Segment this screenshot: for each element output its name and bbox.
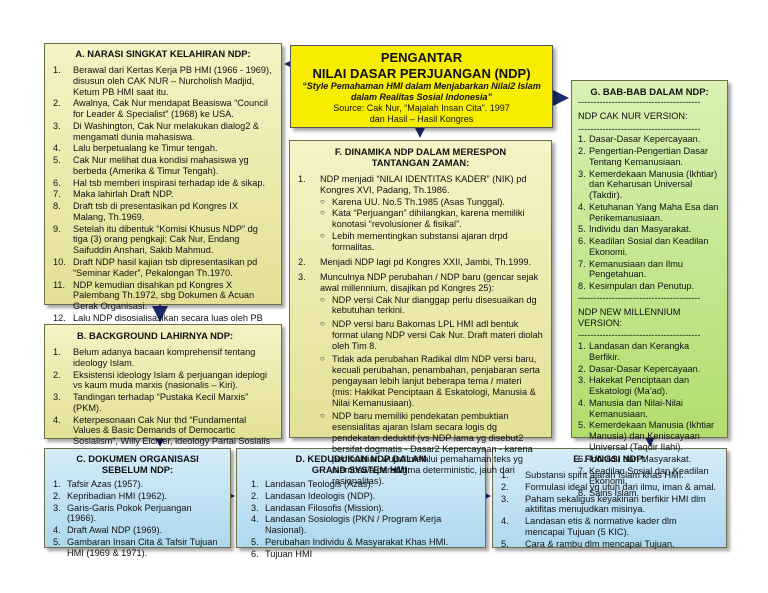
list-item: 10.Draft NDP hasil kajian tsb dipresenta… xyxy=(53,257,258,278)
list-item: 11.NDP kemudian disahkan pd Kongres X Pa… xyxy=(53,279,255,312)
list-item: 5.Gambaran Insan Cita & Tafsir Tujuan HM… xyxy=(53,536,218,558)
list-item: 8.Draft tsb di presentasikan pd Kongres … xyxy=(53,201,238,222)
list-item: 2.Dasar-Dasar Kepercayaan. xyxy=(578,363,701,374)
list-item: 2.Formulasi ideal yg utuh dari ilmu, ima… xyxy=(501,481,716,492)
divider: ---------------------------------------- xyxy=(578,97,701,107)
list-item: 4.Ketuhanan Yang Maha Esa dan Perikemanu… xyxy=(578,201,719,223)
section-new-millennium-version: NDP NEW MILLENNIUM VERSION: xyxy=(578,306,681,328)
sub-list-item: ○Karena UU. No.5 Th.1985 (Asas Tunggal). xyxy=(320,196,505,207)
list-item: 4.Draft Awal NDP (1969). xyxy=(53,525,163,536)
divider: ---------------------------------------- xyxy=(578,123,701,134)
list-item: 2.Menjadi NDP lagi pd Kongres XXII, Jamb… xyxy=(298,257,532,268)
sub-list-item: ○NDP versi Cak Nur dianggap perlu disesu… xyxy=(320,294,537,316)
list-item: 6.Hal tsb memberi inspirasi terhadap ide… xyxy=(53,177,266,188)
list-item: 3.Hakekat Penciptaan dan Eskatologi (Ma’… xyxy=(578,375,690,397)
box-e-title: E. FUNGSI NDP: xyxy=(573,453,646,464)
box-d-kedudukan: D. KEDUDUKAN NDP DALAM GRAND SYSTEM HMI:… xyxy=(236,448,486,559)
pengantar-title: PENGANTAR xyxy=(380,50,463,65)
list-item: 8.Sains Islam. xyxy=(578,488,640,499)
box-g-list-2: 1.Landasan dan Kerangka Berfikir. 2.Dasa… xyxy=(578,341,721,499)
box-c-dokumen: C. DOKUMEN ORGANISASI SEBELUM NDP: 1.Taf… xyxy=(44,448,231,558)
divider: ---------------------------------------- xyxy=(578,330,701,341)
list-item: 3.Paham sekaligus keyakinan berfikir HMI… xyxy=(501,493,706,515)
list-item: 7.Maka lahirlah Draft NDP. xyxy=(53,189,174,200)
box-d-title-line2: GRAND SYSTEM HMI: xyxy=(311,464,411,475)
box-c-list: 1.Tafsir Azas (1957). 2.Kepribadian HMI … xyxy=(53,479,222,558)
box-a-title: A. NARASI SINGKAT KELAHIRAN NDP: xyxy=(75,48,251,59)
list-item: 4.Landasan Sosiologis (PKN / Program Ker… xyxy=(251,514,442,536)
sub-list-item: ○Kata “Perjuangan” dihilangkan, karena m… xyxy=(320,208,525,230)
list-item: 3.Tandingan terhadap “Pustaka Kecil Marx… xyxy=(53,392,249,413)
pengantar-source-line2: dan Hasil – Hasil Kongres xyxy=(369,113,474,124)
list-item: 5.Individu dan Masyarakat. xyxy=(578,224,692,235)
list-item: 3.Garis-Garis Pokok Perjuangan (1966). xyxy=(53,502,192,524)
list-item: 8.Kesimpulan dan Penutup. xyxy=(578,281,695,292)
box-c-title-line2: SEBELUM NDP: xyxy=(101,464,174,475)
list-item: 1. NDP menjadi “NILAI IDENTITAS KADER” (… xyxy=(298,174,543,253)
list-item: 1.Landasan Teologis (Azas). xyxy=(251,479,374,489)
list-item: 1.Dasar-Dasar Kepercayaan. xyxy=(578,134,701,145)
list-item: 1.Landasan dan Kerangka Berfikir. xyxy=(578,341,690,362)
list-item: 7.Keadilan Sosial dan Keadilan Ekonomi. xyxy=(578,465,709,487)
pengantar-source-line1: Source: Cak Nur, “Majalah Insan Cita”. 1… xyxy=(333,102,510,113)
list-item: 5.Cara & rambu dlm mencapai Tujuan. xyxy=(501,538,675,549)
pengantar-box: PENGANTAR NILAI DASAR PERJUANGAN (NDP) “… xyxy=(290,45,553,128)
box-f-title-line1: F. DINAMIKA NDP DALAM MERESPON xyxy=(334,146,507,157)
list-item: 5.Perubahan Individu & Masyarakat Khas H… xyxy=(251,536,449,547)
list-item: 3.Landasan Filosofis (Mission). xyxy=(251,502,384,513)
list-item: 2.Pengertian-Pengertian Dasar Tentang Ke… xyxy=(578,146,708,167)
sub-list-item: ○NDP baru memiliki pendekatan pembuktian… xyxy=(320,411,533,486)
list-item: 1.Substansi spirit ajaran Islam khas HMI… xyxy=(501,470,684,480)
box-b-background: B. BACKGROUND LAHIRNYA NDP: 1.Belum adan… xyxy=(44,324,282,457)
list-item: 6.Individu dan Masyarakat. xyxy=(578,453,692,464)
sub-list-item: ○NDP versi baru Bakornas LPL HMI adl ben… xyxy=(320,319,543,351)
list-item: 2.Landasan Ideologis (NDP). xyxy=(251,490,376,501)
list-item: 2.Eksistensi ideology Islam & perjuangan… xyxy=(53,369,268,391)
box-d-list: 1.Landasan Teologis (Azas). 2.Landasan I… xyxy=(245,479,477,559)
box-e-list: 1.Substansi spirit ajaran Islam khas HMI… xyxy=(501,470,718,549)
box-f-list: 1. NDP menjadi “NILAI IDENTITAS KADER” (… xyxy=(298,174,543,488)
sub-list-item: ○Tidak ada perubahan Radikal dlm NDP ver… xyxy=(320,354,540,408)
list-item: 4.Manusia dan Nilai-Nilai Kemanusiaan. xyxy=(578,397,683,419)
list-item: 3.Di Washington, Cak Nur melakukan dialo… xyxy=(53,120,260,142)
list-item: 3. Munculnya NDP perubahan / NDP baru (g… xyxy=(298,272,543,487)
list-item: 2.Awalnya, Cak Nur mendapat Beasiswa “Co… xyxy=(53,98,268,120)
box-e-fungsi: E. FUNGSI NDP: 1.Substansi spirit ajaran… xyxy=(492,448,727,549)
list-item: 5.Cak Nur melihat dua kondisi mahasiswa … xyxy=(53,155,249,176)
list-item: 1.Tafsir Azas (1957). xyxy=(53,479,144,489)
box-a-list: 1.Berawal dari Kertas Kerja PB HMI (1966… xyxy=(53,65,273,334)
list-item: 6.Keadilan Sosial dan Keadilan Ekonomi. xyxy=(578,236,709,257)
list-item: 3.Kemerdekaan Manusia (Ikhtiar) dan Keha… xyxy=(578,168,718,201)
list-item: 4.Lalu berpetualang ke Timur tengah. xyxy=(53,143,218,154)
list-item: 6.Tujuan HMI xyxy=(251,548,313,559)
box-d-title-line1: D. KEDUDUKAN NDP DALAM xyxy=(295,453,427,464)
sub-list: ○NDP versi Cak Nur dianggap perlu disesu… xyxy=(320,295,543,487)
list-item: 4.Landasan etis & normative kader dlm me… xyxy=(501,516,677,537)
divider: ---------------------------------------- xyxy=(578,293,701,304)
ndp-title: NILAI DASAR PERJUANGAN (NDP) xyxy=(312,65,531,81)
list-item: 2.Kepribadian HMI (1962). xyxy=(53,490,168,501)
pengantar-subtitle-line2: dalam Realitas Sosial Indonesia” xyxy=(350,91,493,102)
box-b-list: 1.Belum adanya bacaan komprehensif tenta… xyxy=(53,347,273,458)
box-g-list-1: 1.Dasar-Dasar Kepercayaan. 2.Pengertian-… xyxy=(578,134,721,292)
list-item: 7.Kemanusiaan dan Ilmu Pengetahuan. xyxy=(578,258,683,280)
box-f-dinamika: F. DINAMIKA NDP DALAM MERESPON TANTANGAN… xyxy=(289,140,552,486)
list-item: 5.Kemerdekaan Manusia (Ikhtiar Manusia) … xyxy=(578,420,715,452)
box-c-title-line1: C. DOKUMEN ORGANISASI xyxy=(76,453,199,464)
pengantar-subtitle-line1: “Style Pemahaman HMI dalam Menjabarkan N… xyxy=(302,81,541,92)
box-g-bab: G. BAB-BAB DALAM NDP: ------------------… xyxy=(571,80,728,498)
list-item: 9.Setelah itu dibentuk “Komisi Khusus ND… xyxy=(53,223,258,256)
list-item: 1.Belum adanya bacaan komprehensif tenta… xyxy=(53,347,256,368)
sub-list: ○Karena UU. No.5 Th.1985 (Asas Tunggal).… xyxy=(320,197,543,253)
section-cak-nur-version: NDP CAK NUR VERSION: xyxy=(578,110,688,121)
box-g-title: G. BAB-BAB DALAM NDP: xyxy=(590,86,709,97)
box-a-narasi: A. NARASI SINGKAT KELAHIRAN NDP: 1.Beraw… xyxy=(44,43,282,334)
list-item: 1.Berawal dari Kertas Kerja PB HMI (1966… xyxy=(53,65,272,97)
sub-list-item: ○Lebih mementingkan substansi ajaran drp… xyxy=(320,230,508,252)
box-b-title: B. BACKGROUND LAHIRNYA NDP: xyxy=(77,330,234,341)
box-f-title-line2: TANTANGAN ZAMAN: xyxy=(371,157,470,168)
